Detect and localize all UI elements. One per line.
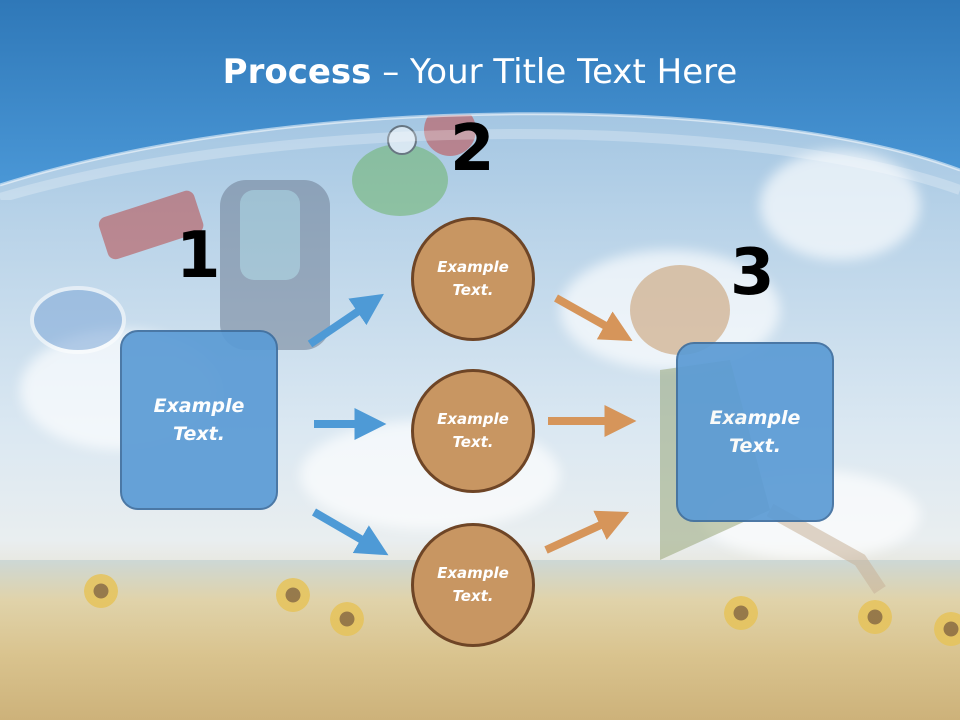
title-dash: – xyxy=(371,52,411,92)
arrow-to-circle-top xyxy=(307,293,384,348)
arrow-to-circle-bottom xyxy=(311,508,389,556)
slide-title: Process – Your Title Text Here xyxy=(0,52,960,92)
title-bold: Process xyxy=(222,52,372,92)
arrow-from-circle-top xyxy=(554,294,633,342)
circle-top[interactable]: Example Text. xyxy=(411,217,535,341)
step-number-1: 1 xyxy=(176,219,221,293)
sunflower-image xyxy=(84,574,118,608)
sunflower-image xyxy=(724,596,758,630)
arrow-from-circle-bottom xyxy=(544,510,630,554)
cloud xyxy=(760,150,920,260)
kite-image xyxy=(352,110,476,216)
sunflower-image xyxy=(934,612,960,646)
circle-bottom-text: Example Text. xyxy=(437,563,509,605)
left-box-text: Example Text. xyxy=(153,394,245,446)
sunflower-image xyxy=(276,578,310,612)
right-text-box[interactable]: Example Text. xyxy=(676,342,834,522)
circle-top-text: Example Text. xyxy=(437,257,509,299)
background-objects-image xyxy=(30,180,330,354)
sunflower-image xyxy=(330,602,364,636)
sunflower-image xyxy=(858,600,892,634)
step-number-3: 3 xyxy=(730,236,775,310)
circle-middle[interactable]: Example Text. xyxy=(411,369,535,493)
right-box-text: Example Text. xyxy=(709,406,801,458)
step-number-2: 2 xyxy=(450,112,495,186)
circle-middle-text: Example Text. xyxy=(437,409,509,451)
circle-bottom[interactable]: Example Text. xyxy=(411,523,535,647)
title-band xyxy=(0,0,960,200)
title-rest: Your Title Text Here xyxy=(410,52,738,92)
left-text-box[interactable]: Example Text. xyxy=(120,330,278,510)
